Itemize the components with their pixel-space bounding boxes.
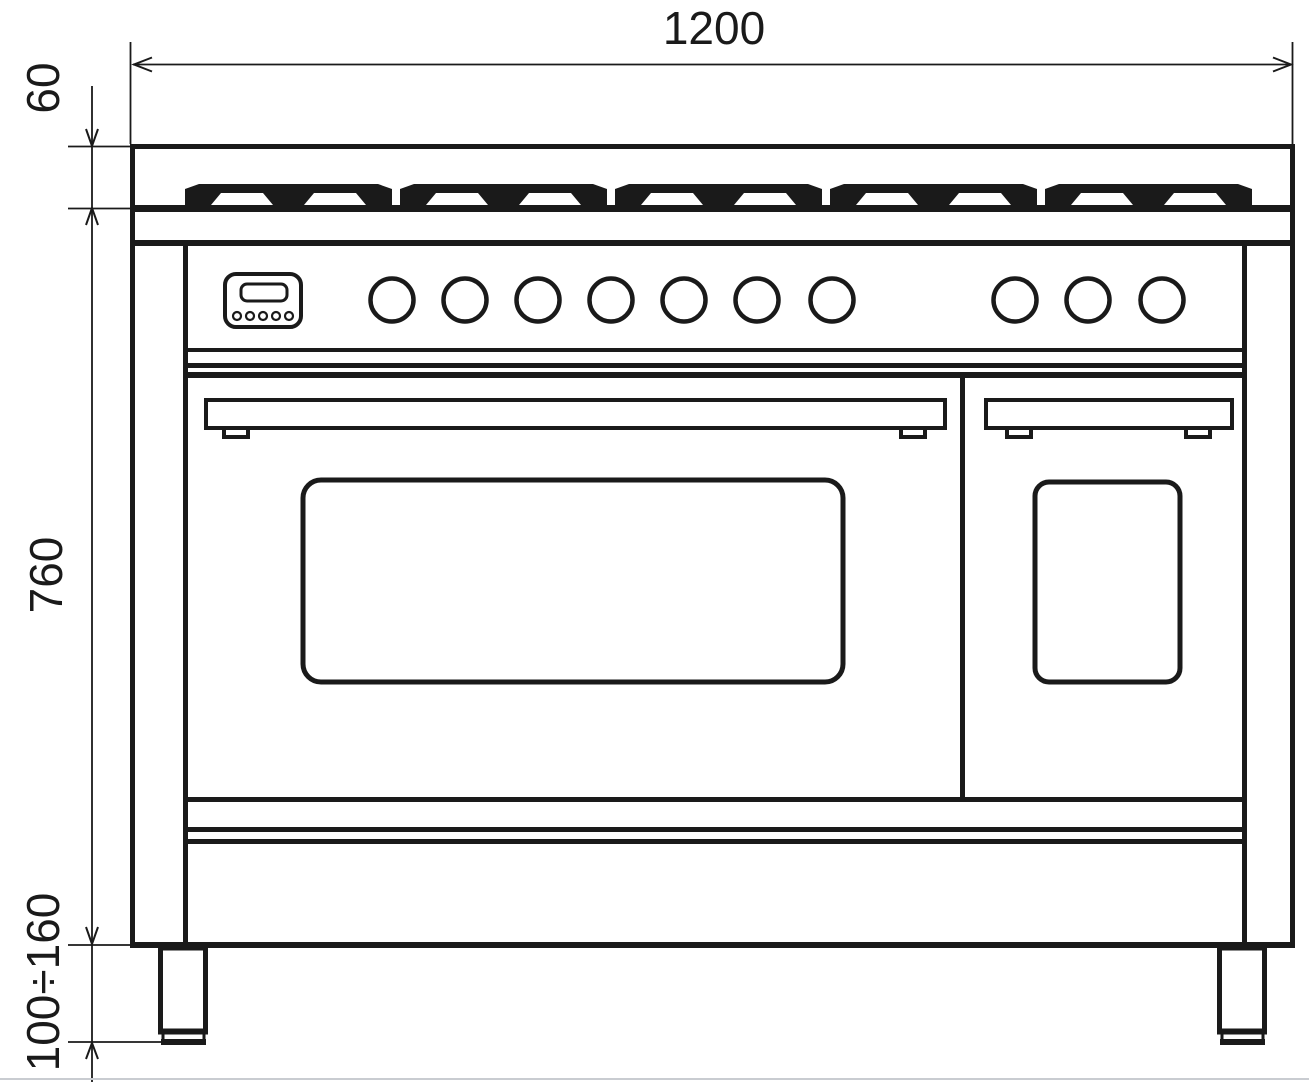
control-panel-bottom-line <box>183 348 1247 352</box>
control-knob-icon <box>733 276 781 324</box>
burner-knobs <box>368 276 856 324</box>
handle-bracket-left <box>1005 428 1033 439</box>
arrowhead-up-hob-base-icon <box>85 204 99 226</box>
dimension-label-hob-height: 60 <box>17 62 69 114</box>
control-knob-icon <box>808 276 856 324</box>
small-oven-window <box>1032 479 1183 685</box>
control-knob-icon <box>991 276 1039 324</box>
lower-rail-line <box>183 827 1247 832</box>
leg-foot-pad <box>161 1039 206 1045</box>
control-knob-icon <box>514 276 562 324</box>
body-left-edge <box>130 144 135 948</box>
clock-display <box>223 272 303 329</box>
handle-bracket-right <box>1184 428 1212 439</box>
cooker-body <box>130 144 1295 948</box>
door-top-thick-line <box>183 372 1247 378</box>
display-button-icon <box>257 310 269 322</box>
display-button-icon <box>283 310 295 322</box>
arrowhead-down-hob-top-icon <box>85 128 99 150</box>
leg-column <box>1217 945 1267 1035</box>
control-knob-icon <box>441 276 489 324</box>
control-knob-icon <box>660 276 708 324</box>
door-top-trim-line <box>183 363 1247 368</box>
burner-grate-icon <box>185 184 392 205</box>
control-knob-icon <box>1138 276 1186 324</box>
control-knob-icon <box>368 276 416 324</box>
arrowhead-right-icon <box>1272 56 1294 73</box>
display-button-icon <box>270 310 282 322</box>
dimension-label-leg-height: 100÷160 <box>17 892 69 1072</box>
burner-grate-icon <box>615 184 822 205</box>
main-oven-window <box>300 477 846 685</box>
body-right-edge <box>1290 144 1295 948</box>
display-button-icon <box>244 310 256 322</box>
handle-bracket-left <box>222 428 250 439</box>
burner-grates <box>185 184 1252 205</box>
legs <box>158 945 1267 1045</box>
leg-foot-pad <box>1220 1039 1265 1045</box>
body-bottom-line <box>130 942 1295 948</box>
display-buttons <box>231 310 295 322</box>
hob-top-line <box>130 144 1295 149</box>
right-leg <box>1217 945 1267 1045</box>
handle-bracket-right <box>899 428 927 439</box>
plinth-top-line <box>183 839 1247 844</box>
body-top-line <box>130 240 1295 246</box>
small-oven-door <box>984 398 1234 685</box>
burner-grate-icon <box>400 184 607 205</box>
dimension-width-top <box>129 42 1294 144</box>
display-button-icon <box>231 310 243 322</box>
main-oven-handle <box>204 398 947 430</box>
arrowhead-left-icon <box>131 56 153 73</box>
burner-grate-icon <box>830 184 1037 205</box>
hob-base-line <box>130 205 1295 212</box>
arrowhead-down-body-bottom-icon <box>85 926 99 948</box>
inner-left-edge <box>183 246 188 942</box>
dimension-label-overall-width: 1200 <box>662 2 766 54</box>
control-knob-icon <box>1064 276 1112 324</box>
page-edge-line <box>0 1078 1309 1080</box>
burner-grate-icon <box>1045 184 1252 205</box>
control-panel <box>223 272 1186 329</box>
oven-knobs <box>991 276 1186 324</box>
leg-column <box>158 945 208 1035</box>
display-window <box>239 282 289 303</box>
door-bottom-line <box>183 797 1247 802</box>
main-oven-door <box>204 398 947 685</box>
arrowhead-up-floor-icon <box>85 1040 99 1060</box>
dimension-label-body-height: 760 <box>20 536 72 614</box>
display-housing <box>223 272 303 329</box>
oven-door-divider <box>960 378 965 802</box>
left-leg <box>158 945 208 1045</box>
control-knob-icon <box>587 276 635 324</box>
dimension-left-column <box>68 86 162 1082</box>
inner-right-edge <box>1242 246 1247 942</box>
small-oven-handle <box>984 398 1234 430</box>
